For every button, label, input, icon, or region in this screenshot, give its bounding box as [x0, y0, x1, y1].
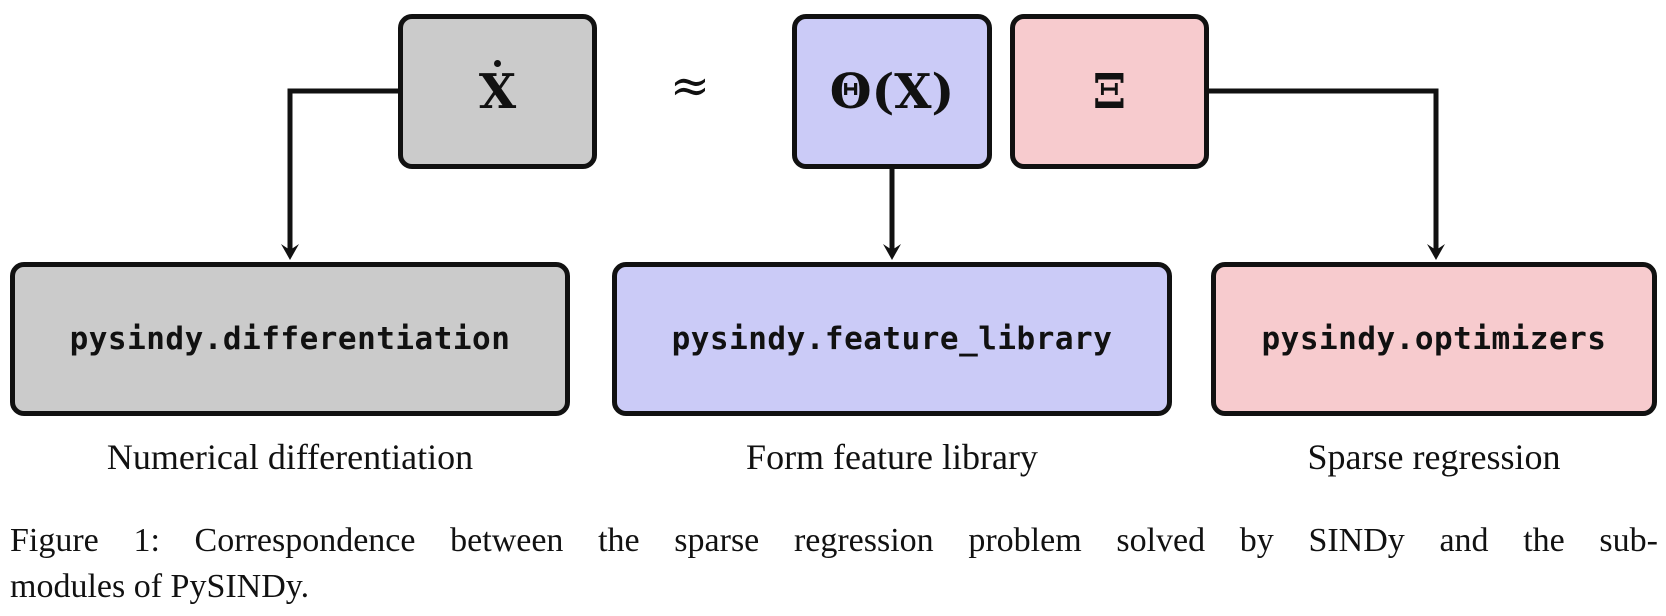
- caption-line-1: Figure 1: Correspondence between the spa…: [10, 522, 1658, 559]
- figure-caption: Figure 1: Correspondence between the spa…: [10, 518, 1658, 610]
- xdot-box: X: [398, 14, 597, 169]
- arrow-xi-to-optimizers: [1206, 88, 1439, 255]
- xdot-symbol: X: [478, 59, 517, 120]
- theta-symbol: Θ(X): [829, 63, 955, 120]
- feature-library-module-box: pysindy.feature_library: [612, 262, 1172, 416]
- arrowhead-feature-library: [883, 244, 901, 260]
- theta-box: Θ(X): [792, 14, 992, 169]
- feature-library-description: Form feature library: [746, 437, 1038, 477]
- xi-box: Ξ: [1010, 14, 1209, 169]
- differentiation-module-box: pysindy.differentiation: [10, 262, 570, 416]
- arrowhead-optimizers: [1427, 244, 1445, 260]
- optimizers-module-name: pysindy.optimizers: [1261, 321, 1607, 357]
- differentiation-module-name: pysindy.differentiation: [69, 321, 511, 357]
- differentiation-description: Numerical differentiation: [106, 437, 474, 477]
- optimizers-description: Sparse regression: [1307, 437, 1561, 477]
- caption-line-2: modules of PySINDy.: [10, 568, 310, 605]
- optimizers-module-box: pysindy.optimizers: [1211, 262, 1657, 416]
- approx-symbol: ≈: [669, 58, 711, 114]
- arrow-xdot-to-differentiation: [287, 88, 400, 255]
- xi-symbol: Ξ: [1092, 63, 1127, 120]
- feature-library-module-name: pysindy.feature_library: [671, 321, 1113, 357]
- arrowhead-differentiation: [281, 244, 299, 260]
